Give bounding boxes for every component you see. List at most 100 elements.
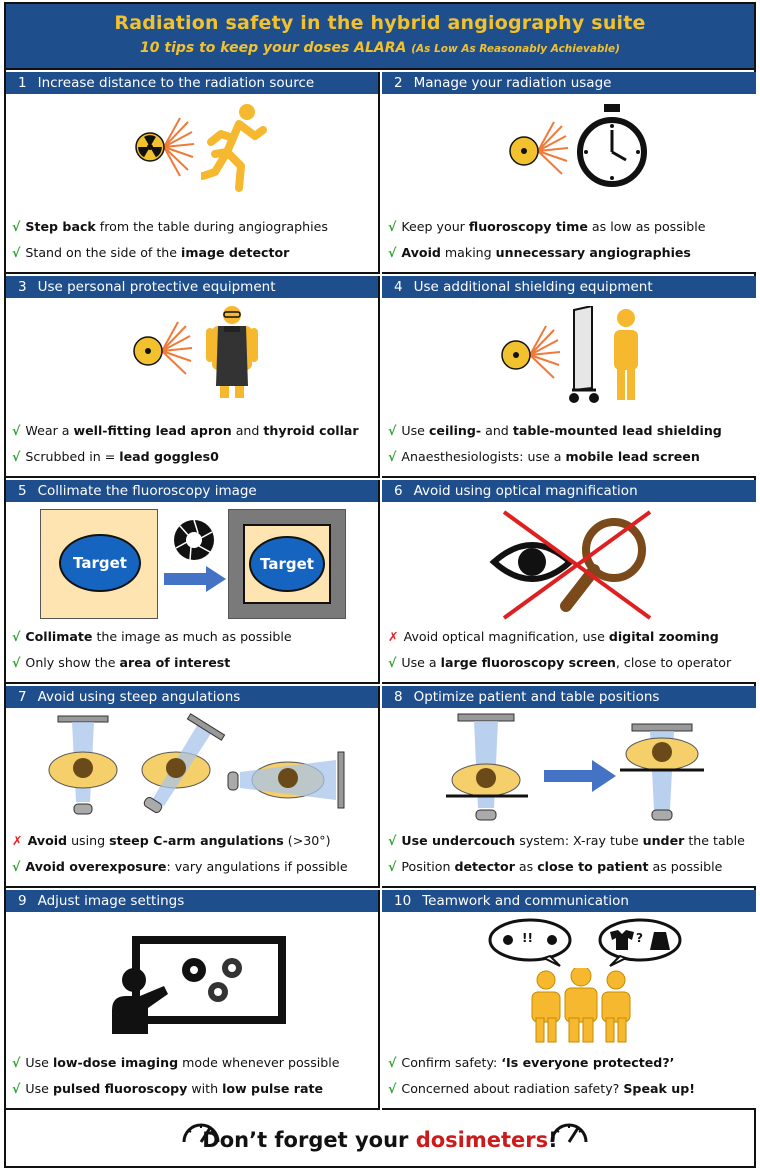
tip-line: √Confirm safety: ‘Is everyone protected?… bbox=[388, 1050, 752, 1076]
tip-emphasis: table-mounted lead shielding bbox=[512, 423, 722, 438]
tip-emphasis: Step back bbox=[25, 219, 96, 234]
team-icon bbox=[531, 968, 631, 1043]
tip-text: with bbox=[187, 1081, 223, 1096]
tip-line: √Anaesthesiologists: use a mobile lead s… bbox=[388, 444, 752, 470]
tip-text: (>30°) bbox=[283, 833, 331, 848]
check-icon: √ bbox=[12, 859, 21, 874]
tip-line: √Concerned about radiation safety? Speak… bbox=[388, 1076, 752, 1102]
radiation-source-icon bbox=[135, 117, 195, 177]
tip-line: √Use a large fluoroscopy screen, close t… bbox=[388, 650, 752, 676]
tip-text: the image as much as possible bbox=[92, 629, 292, 644]
tip-text: mode whenever possible bbox=[178, 1055, 340, 1070]
check-icon: √ bbox=[12, 1081, 21, 1096]
check-icon: √ bbox=[12, 423, 21, 438]
check-icon: √ bbox=[12, 219, 21, 234]
check-icon: √ bbox=[12, 629, 21, 644]
speech-bubble-right-icon bbox=[598, 918, 682, 967]
tip-text: Use bbox=[25, 1081, 53, 1096]
page-title: Radiation safety in the hybrid angiograp… bbox=[114, 12, 646, 34]
check-icon: √ bbox=[388, 1055, 397, 1070]
tip-text: Wear a bbox=[25, 423, 74, 438]
tip-emphasis: unnecessary angiographies bbox=[495, 245, 691, 260]
tip-line: √Use low-dose imaging mode whenever poss… bbox=[12, 1050, 374, 1076]
tip-text: as bbox=[514, 859, 538, 874]
tip-emphasis: digital zooming bbox=[608, 629, 719, 644]
tip-line: √ Step back from the table during angiogr… bbox=[12, 214, 374, 240]
tip-text: Use bbox=[401, 423, 429, 438]
tip-emphasis: fluoroscopy time bbox=[468, 219, 588, 234]
table-position-icon bbox=[446, 713, 704, 821]
header: Radiation safety in the hybrid angiograp… bbox=[6, 4, 754, 70]
tip-emphasis: detector bbox=[454, 859, 515, 874]
tip-text: and bbox=[231, 423, 264, 438]
tip-text: system: X-ray tube bbox=[515, 833, 643, 848]
tip-emphasis: Avoid bbox=[27, 833, 68, 848]
check-icon: √ bbox=[388, 1081, 397, 1096]
tip-text: Use a bbox=[401, 655, 441, 670]
tip-emphasis: large fluoroscopy screen bbox=[440, 655, 616, 670]
check-icon: √ bbox=[388, 859, 397, 874]
tip-line: √ Keep your fluoroscopy time as low as po… bbox=[388, 214, 752, 240]
aperture-icon bbox=[174, 519, 214, 561]
lead-apron-person-icon bbox=[206, 306, 258, 398]
target-ellipse: Target bbox=[249, 536, 325, 592]
mobile-lead-screen-icon bbox=[569, 306, 599, 403]
footer-text: Don’t forget your dosimeters! bbox=[202, 1128, 558, 1152]
tip-emphasis: low pulse rate bbox=[222, 1081, 324, 1096]
tip-line: √Scrubbed in = lead goggles0 bbox=[12, 444, 374, 470]
tip-emphasis: mobile lead screen bbox=[565, 449, 700, 464]
tip-text: Scrubbed in = bbox=[25, 449, 120, 464]
tip-line: √ Use undercouch system: X-ray tube under… bbox=[388, 828, 752, 854]
tip-text: from the table during angiographies bbox=[95, 219, 328, 234]
tip-text: as low as possible bbox=[587, 219, 706, 234]
bubble-left-text: !! bbox=[522, 931, 533, 945]
tip-emphasis: image detector bbox=[181, 245, 290, 260]
radiation-source-icon bbox=[509, 121, 569, 175]
page-subtitle: 10 tips to keep your doses ALARA (As Low… bbox=[140, 40, 620, 56]
tip-text: Keep your bbox=[401, 219, 469, 234]
check-icon: √ bbox=[12, 245, 21, 260]
check-icon: √ bbox=[388, 423, 397, 438]
tip-line: √Wear a well-fitting lead apron and thyr… bbox=[12, 418, 374, 444]
tip-emphasis: Use undercouch bbox=[401, 833, 516, 848]
arrow-right-icon bbox=[164, 566, 226, 592]
tip-line: √Collimate the image as much as possible bbox=[12, 624, 374, 650]
tip-emphasis: low-dose imaging bbox=[52, 1055, 179, 1070]
uncollimated-image: Target bbox=[40, 509, 158, 619]
tip-line: √Use ceiling- and table-mounted lead shi… bbox=[388, 418, 752, 444]
dosimeter-gauge-icon bbox=[182, 1123, 220, 1143]
check-icon: √ bbox=[388, 219, 397, 234]
check-icon: √ bbox=[388, 655, 397, 670]
radiation-source-icon bbox=[133, 321, 193, 375]
footer-banner: Don’t forget your dosimeters! bbox=[6, 1110, 754, 1166]
tip-emphasis: thyroid collar bbox=[263, 423, 359, 438]
tip-text: : vary angulations if possible bbox=[166, 859, 348, 874]
tip-line: ✗Avoid using steep C-arm angulations (>3… bbox=[12, 828, 374, 854]
tip-emphasis: area of interest bbox=[119, 655, 231, 670]
tip-emphasis: Avoid bbox=[401, 245, 441, 260]
tip-emphasis: under bbox=[642, 833, 685, 848]
speech-bubble-left-icon bbox=[488, 918, 572, 967]
tip-text: Avoid optical magnification, use bbox=[403, 629, 609, 644]
tip-text: Stand on the side of the bbox=[25, 245, 182, 260]
tip-emphasis: close to patient bbox=[537, 859, 649, 874]
tip-emphasis: Avoid overexposure bbox=[25, 859, 167, 874]
tip-line: √Position detector as close to patient a… bbox=[388, 854, 752, 880]
c-arm-angulations-icon bbox=[48, 713, 345, 815]
check-icon: √ bbox=[388, 833, 397, 848]
